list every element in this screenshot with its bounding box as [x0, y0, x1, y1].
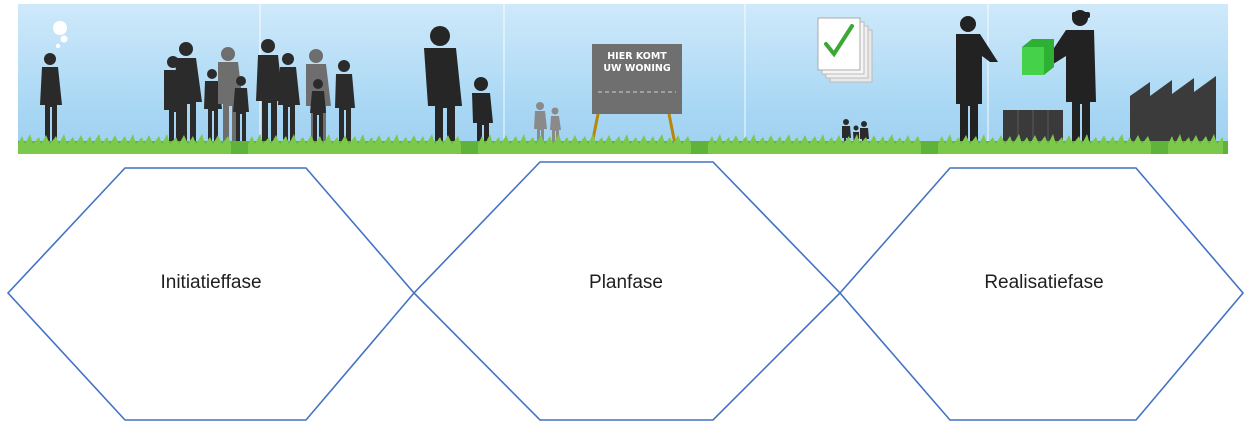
approved-documents-icon [817, 17, 873, 83]
sign-text-line2: UW WONING [603, 63, 670, 74]
construction-sign: HIER KOMT UW WONING [589, 44, 682, 150]
phase-hexagon-plan [412, 161, 842, 421]
house-package-icon [1022, 39, 1054, 75]
phase-label-realisation: Realisatiefase [984, 272, 1103, 293]
family-silhouette-group [164, 39, 355, 144]
grass-strip [18, 134, 1228, 154]
thought-bubble-icon [53, 21, 68, 49]
phase-hexagon-realisation [838, 167, 1245, 421]
sign-text-line1: HIER KOMT [607, 51, 667, 62]
phase-hexagon-initiation [6, 167, 416, 421]
adult-child-silhouette [424, 26, 493, 144]
handover-silhouette [956, 10, 1096, 144]
phase-label-plan: Planfase [589, 272, 663, 293]
phase-banner-illustration: HIER KOMT UW WONING [18, 4, 1228, 154]
person-silhouette [40, 53, 62, 143]
panel-dividers [259, 4, 989, 144]
phase-label-initiation: Initiatieffase [160, 272, 261, 293]
